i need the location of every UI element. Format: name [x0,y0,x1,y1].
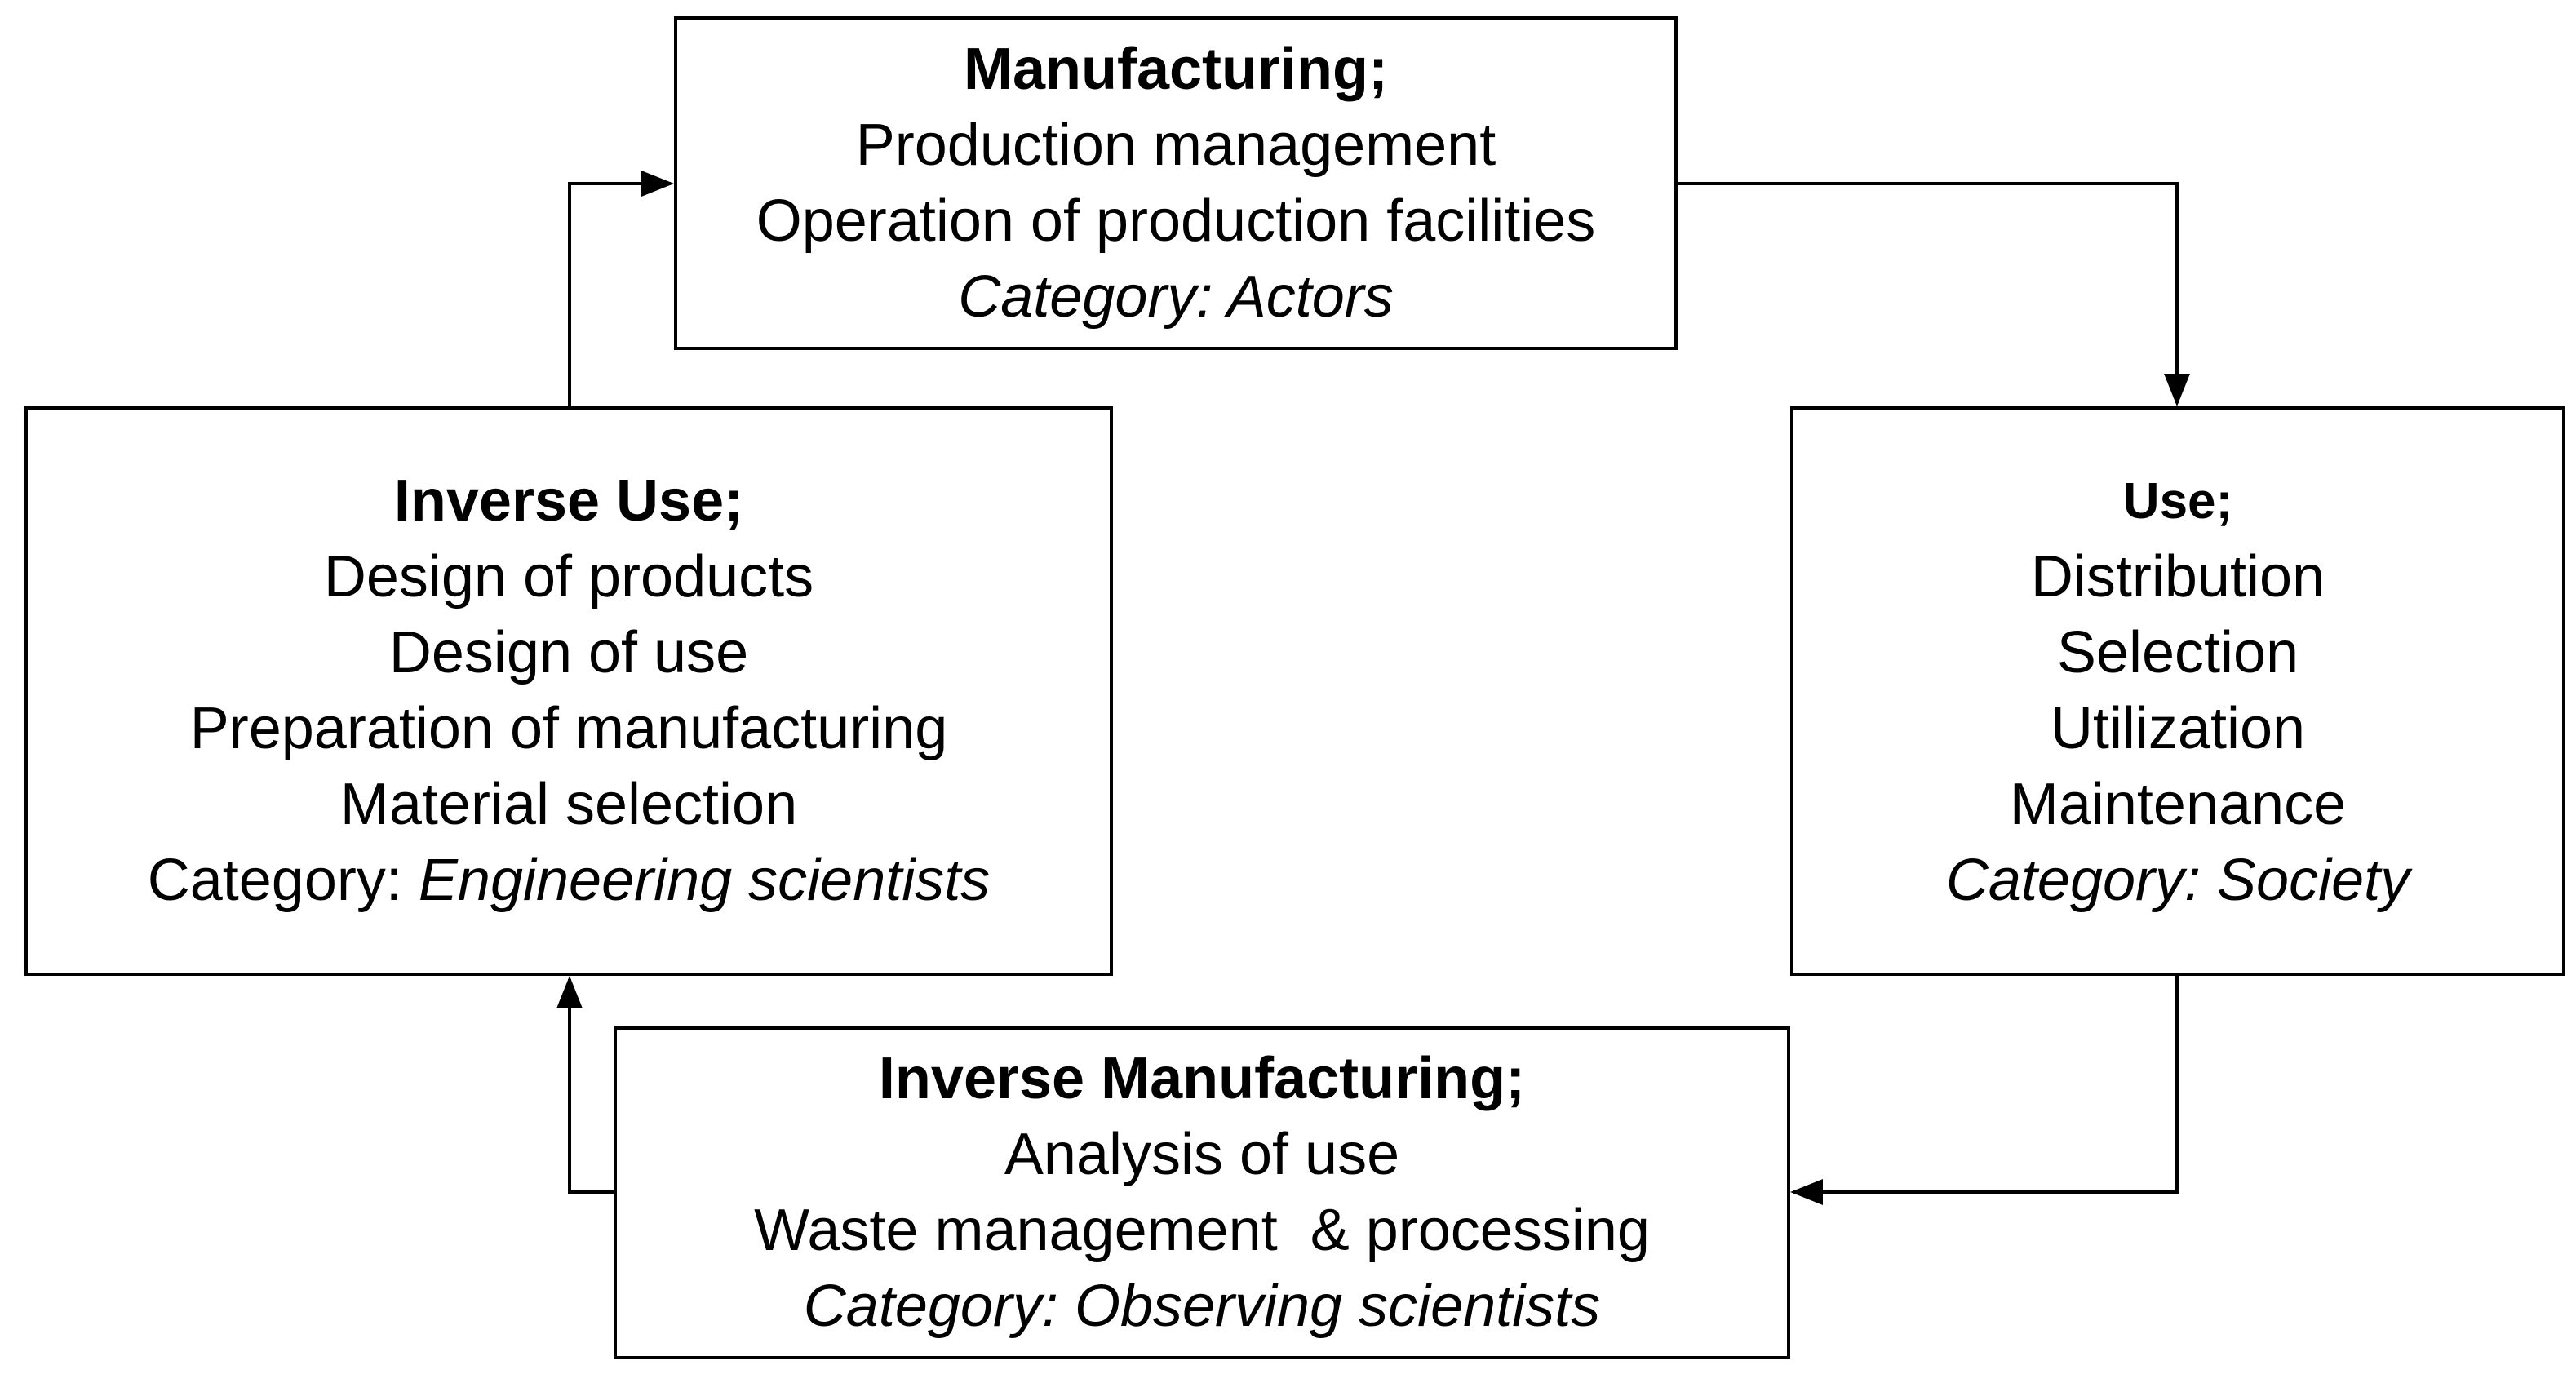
manufacturing-category: Category: Actors [958,264,1394,330]
use-item: Maintenance [2009,772,2347,837]
manufacturing-item: Production management [855,112,1496,178]
arrow-use-to-inverse-manufacturing [1790,976,2179,1205]
inverse-manufacturing-item: Analysis of use [1004,1122,1400,1187]
inverse-use-item: Design of products [323,544,814,609]
use-category: Category: Society [1945,848,2410,913]
use-item: Distribution [2030,544,2325,609]
inverse-use-item: Preparation of manufacturing [189,696,948,761]
inverse-manufacturing-box: Inverse Manufacturing; Analysis of use W… [614,1026,1790,1359]
inverse-use-category: Category: Engineering scientists [148,843,991,919]
inverse-use-item: Material selection [339,772,798,837]
arrow-inverse-use-to-manufacturing [568,171,674,406]
inverse-manufacturing-category: Category: Observing scientists [803,1274,1601,1339]
use-item: Selection [2056,620,2299,685]
use-title: Use; [2122,473,2233,530]
inverse-use-box: Inverse Use; Design of products Design o… [24,406,1113,976]
inverse-use-category-value: Engineering scientists [418,848,991,913]
use-box: Use; Distribution Selection Utilization … [1790,406,2565,976]
inverse-manufacturing-item: Waste management & processing [754,1198,1650,1263]
inverse-use-title: Inverse Use; [393,468,744,534]
arrow-manufacturing-to-use [1678,182,2190,406]
arrow-inverse-manufacturing-to-inverse-use [556,976,614,1194]
manufacturing-title: Manufacturing; [964,36,1388,102]
inverse-use-category-prefix: Category: [147,848,419,913]
manufacturing-box: Manufacturing; Production management Ope… [674,16,1678,350]
inverse-use-item: Design of use [388,620,749,685]
use-item: Utilization [2050,696,2306,761]
inverse-manufacturing-title: Inverse Manufacturing; [878,1046,1526,1111]
manufacturing-item: Operation of production facilities [756,188,1596,254]
